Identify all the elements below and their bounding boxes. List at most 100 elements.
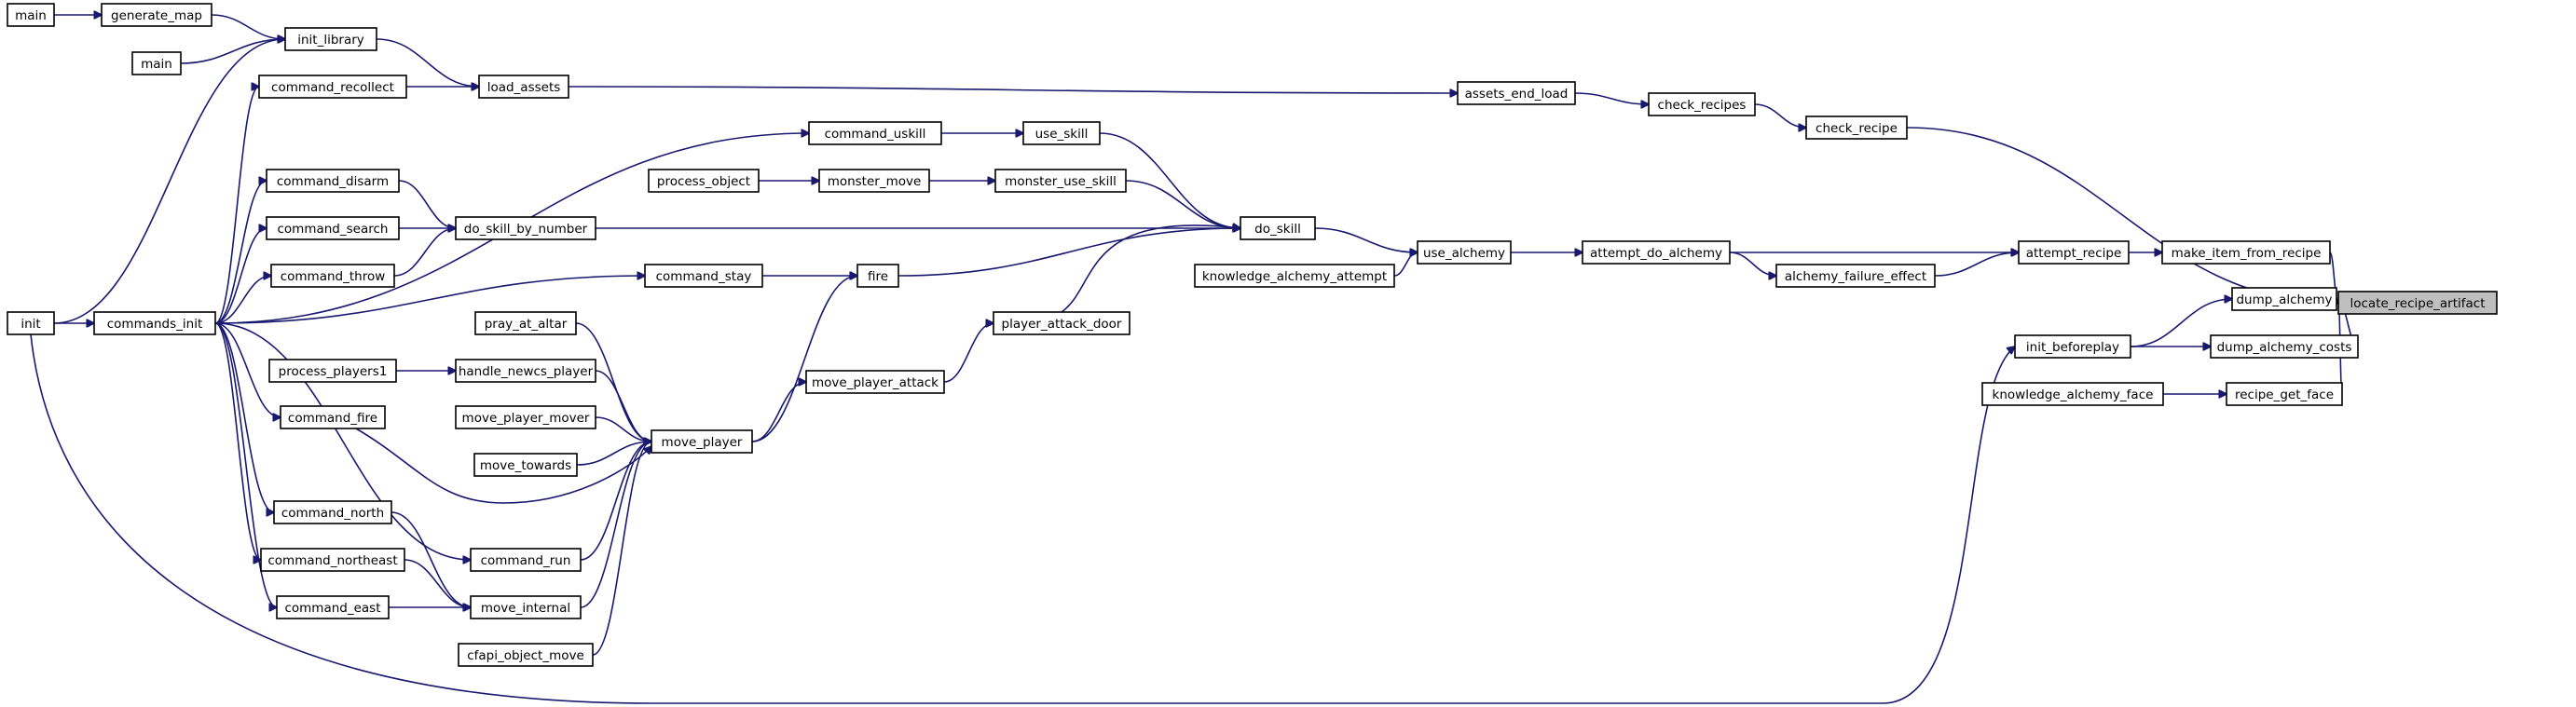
node-box-check_recipes[interactable]	[1648, 92, 1756, 116]
node-box-use_skill[interactable]	[1022, 121, 1101, 145]
node-box-move_internal[interactable]	[470, 595, 582, 619]
node-box-process_object[interactable]	[648, 169, 760, 193]
node-box-move_player[interactable]	[651, 429, 753, 454]
node-use_skill[interactable]: use_skill	[1022, 121, 1101, 145]
node-command_north[interactable]: command_north	[273, 500, 392, 524]
node-move_player_mover[interactable]: move_player_mover	[455, 405, 596, 429]
node-command_uskill[interactable]: command_uskill	[808, 121, 942, 145]
node-do_skill_by_number[interactable]: do_skill_by_number	[455, 216, 596, 240]
node-box-move_player_attack[interactable]	[805, 370, 945, 394]
node-knowledge_alchemy_attempt[interactable]: knowledge_alchemy_attempt	[1194, 264, 1395, 288]
node-command_disarm[interactable]: command_disarm	[266, 169, 400, 193]
node-box-main_b[interactable]	[131, 51, 182, 75]
node-move_towards[interactable]: move_towards	[473, 453, 578, 477]
node-box-commands_init[interactable]	[93, 311, 216, 335]
node-box-cfapi_object_move[interactable]	[458, 643, 594, 667]
node-command_run[interactable]: command_run	[470, 548, 582, 572]
node-cfapi_object_move[interactable]: cfapi_object_move	[458, 643, 594, 667]
node-box-command_run[interactable]	[470, 548, 582, 572]
node-box-knowledge_alchemy_attempt[interactable]	[1194, 264, 1395, 288]
node-command_east[interactable]: command_east	[276, 595, 390, 619]
node-fire[interactable]: fire	[856, 264, 899, 288]
node-main_b[interactable]: main	[131, 51, 182, 75]
node-box-pray_at_altar[interactable]	[474, 311, 577, 335]
node-pray_at_altar[interactable]: pray_at_altar	[474, 311, 577, 335]
node-box-command_fire[interactable]	[280, 405, 386, 429]
node-init_library[interactable]: init_library	[284, 27, 377, 51]
node-box-init_beforeplay[interactable]	[2014, 334, 2131, 359]
node-main_a[interactable]: main	[7, 3, 55, 27]
node-box-attempt_recipe[interactable]	[2018, 240, 2130, 265]
node-box-dump_alchemy[interactable]	[2231, 287, 2337, 311]
node-monster_move[interactable]: monster_move	[818, 169, 930, 193]
node-box-fire[interactable]	[856, 264, 899, 288]
node-box-init[interactable]	[7, 311, 55, 335]
node-monster_use_skill[interactable]: monster_use_skill	[994, 169, 1127, 193]
node-dump_alchemy[interactable]: dump_alchemy	[2231, 287, 2337, 311]
node-box-command_throw[interactable]	[270, 264, 395, 288]
node-box-load_assets[interactable]	[478, 75, 569, 99]
node-box-assets_end_load[interactable]	[1457, 81, 1576, 105]
node-move_player[interactable]: move_player	[651, 429, 753, 454]
node-move_internal[interactable]: move_internal	[470, 595, 582, 619]
node-box-process_players1[interactable]	[268, 359, 397, 383]
node-box-generate_map[interactable]	[101, 3, 212, 27]
node-dump_alchemy_costs[interactable]: dump_alchemy_costs	[2210, 334, 2359, 359]
node-box-command_north[interactable]	[273, 500, 392, 524]
node-box-command_northeast[interactable]	[260, 548, 405, 572]
node-box-player_attack_door[interactable]	[993, 311, 1130, 335]
node-box-locate_recipe_artifact[interactable]	[2337, 291, 2498, 315]
node-check_recipes[interactable]: check_recipes	[1648, 92, 1756, 116]
node-box-recipe_get_face[interactable]	[2226, 382, 2343, 406]
node-do_skill[interactable]: do_skill	[1240, 216, 1316, 240]
node-box-monster_move[interactable]	[818, 169, 930, 193]
node-command_northeast[interactable]: command_northeast	[260, 548, 405, 572]
node-commands_init[interactable]: commands_init	[93, 311, 216, 335]
node-box-command_recollect[interactable]	[258, 75, 407, 99]
node-box-monster_use_skill[interactable]	[994, 169, 1127, 193]
node-box-attempt_do_alchemy[interactable]	[1582, 240, 1731, 265]
node-locate_recipe_artifact[interactable]: locate_recipe_artifact	[2337, 291, 2498, 315]
node-box-main_a[interactable]	[7, 3, 55, 27]
node-box-check_recipe[interactable]	[1805, 116, 1908, 140]
node-box-command_disarm[interactable]	[266, 169, 400, 193]
node-process_object[interactable]: process_object	[648, 169, 760, 193]
node-box-make_item_from_recipe[interactable]	[2161, 240, 2331, 265]
node-recipe_get_face[interactable]: recipe_get_face	[2226, 382, 2343, 406]
node-box-init_library[interactable]	[284, 27, 377, 51]
node-command_fire[interactable]: command_fire	[280, 405, 386, 429]
node-box-knowledge_alchemy_face[interactable]	[1981, 382, 2164, 406]
node-command_throw[interactable]: command_throw	[270, 264, 395, 288]
node-box-do_skill_by_number[interactable]	[455, 216, 596, 240]
node-box-command_east[interactable]	[276, 595, 390, 619]
node-box-command_search[interactable]	[266, 216, 400, 240]
node-generate_map[interactable]: generate_map	[101, 3, 212, 27]
node-attempt_do_alchemy[interactable]: attempt_do_alchemy	[1582, 240, 1731, 265]
node-box-dump_alchemy_costs[interactable]	[2210, 334, 2359, 359]
node-move_player_attack[interactable]: move_player_attack	[805, 370, 945, 394]
node-handle_newcs_player[interactable]: handle_newcs_player	[455, 359, 596, 383]
node-attempt_recipe[interactable]: attempt_recipe	[2018, 240, 2130, 265]
node-load_assets[interactable]: load_assets	[478, 75, 569, 99]
node-box-command_stay[interactable]	[644, 264, 763, 288]
node-box-alchemy_failure_effect[interactable]	[1775, 264, 1936, 288]
node-box-move_player_mover[interactable]	[455, 405, 596, 429]
node-init[interactable]: init	[7, 311, 55, 335]
node-use_alchemy[interactable]: use_alchemy	[1417, 240, 1512, 265]
node-check_recipe[interactable]: check_recipe	[1805, 116, 1908, 140]
node-knowledge_alchemy_face[interactable]: knowledge_alchemy_face	[1981, 382, 2164, 406]
node-process_players1[interactable]: process_players1	[268, 359, 397, 383]
node-make_item_from_recipe[interactable]: make_item_from_recipe	[2161, 240, 2331, 265]
node-init_beforeplay[interactable]: init_beforeplay	[2014, 334, 2131, 359]
node-alchemy_failure_effect[interactable]: alchemy_failure_effect	[1775, 264, 1936, 288]
node-command_search[interactable]: command_search	[266, 216, 400, 240]
node-box-handle_newcs_player[interactable]	[455, 359, 596, 383]
node-assets_end_load[interactable]: assets_end_load	[1457, 81, 1576, 105]
node-command_stay[interactable]: command_stay	[644, 264, 763, 288]
node-box-command_uskill[interactable]	[808, 121, 942, 145]
node-box-use_alchemy[interactable]	[1417, 240, 1512, 265]
node-command_recollect[interactable]: command_recollect	[258, 75, 407, 99]
node-box-do_skill[interactable]	[1240, 216, 1316, 240]
node-box-move_towards[interactable]	[473, 453, 578, 477]
node-player_attack_door[interactable]: player_attack_door	[993, 311, 1130, 335]
